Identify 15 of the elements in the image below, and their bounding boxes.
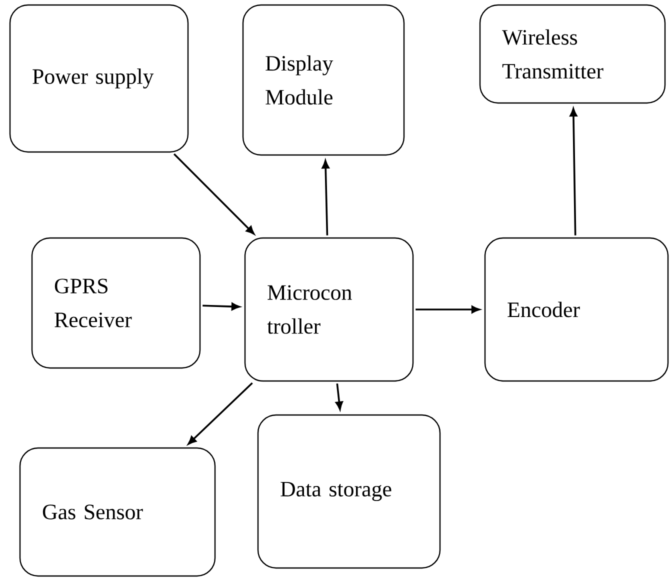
block-box: Power supply <box>9 4 189 153</box>
arrow <box>416 306 480 314</box>
arrow <box>570 108 578 236</box>
block-box: Gas Sensor <box>19 447 216 577</box>
arrow <box>173 153 254 234</box>
block-box: Wireless Transmitter <box>479 4 666 104</box>
arrow <box>322 160 330 236</box>
block-box: Encoder <box>484 237 669 382</box>
block-box: GPRS Receiver <box>31 237 201 369</box>
arrow <box>188 382 253 445</box>
block-box: Data storage <box>257 414 441 569</box>
block-box: Display Module <box>242 4 405 156</box>
arrow <box>202 302 240 310</box>
block-box: Microcon troller <box>244 237 414 382</box>
arrow <box>335 383 343 410</box>
